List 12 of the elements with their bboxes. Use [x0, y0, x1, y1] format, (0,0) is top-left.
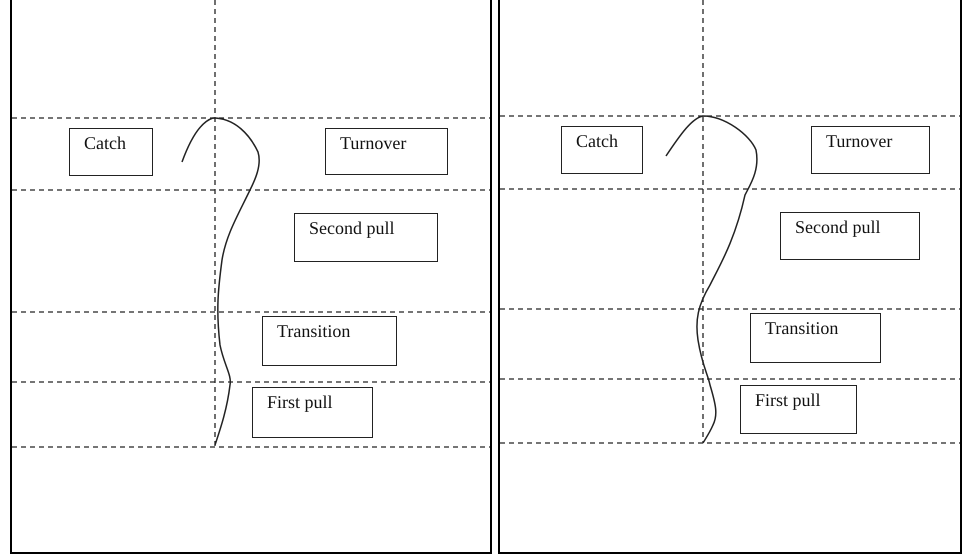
phase-box: Turnover: [325, 128, 448, 175]
phase-box: Second pull: [780, 212, 920, 260]
phase-box: Second pull: [294, 213, 438, 262]
phase-box: Transition: [750, 313, 881, 363]
phase-box: Transition: [262, 316, 397, 366]
phase-box: Catch: [69, 128, 153, 176]
phase-box: Turnover: [811, 126, 930, 174]
phase-box: First pull: [252, 387, 373, 438]
panel-frame: [10, 0, 492, 554]
phase-box: Catch: [561, 126, 643, 174]
phase-box: First pull: [740, 385, 857, 434]
panel-frame: [498, 0, 962, 554]
